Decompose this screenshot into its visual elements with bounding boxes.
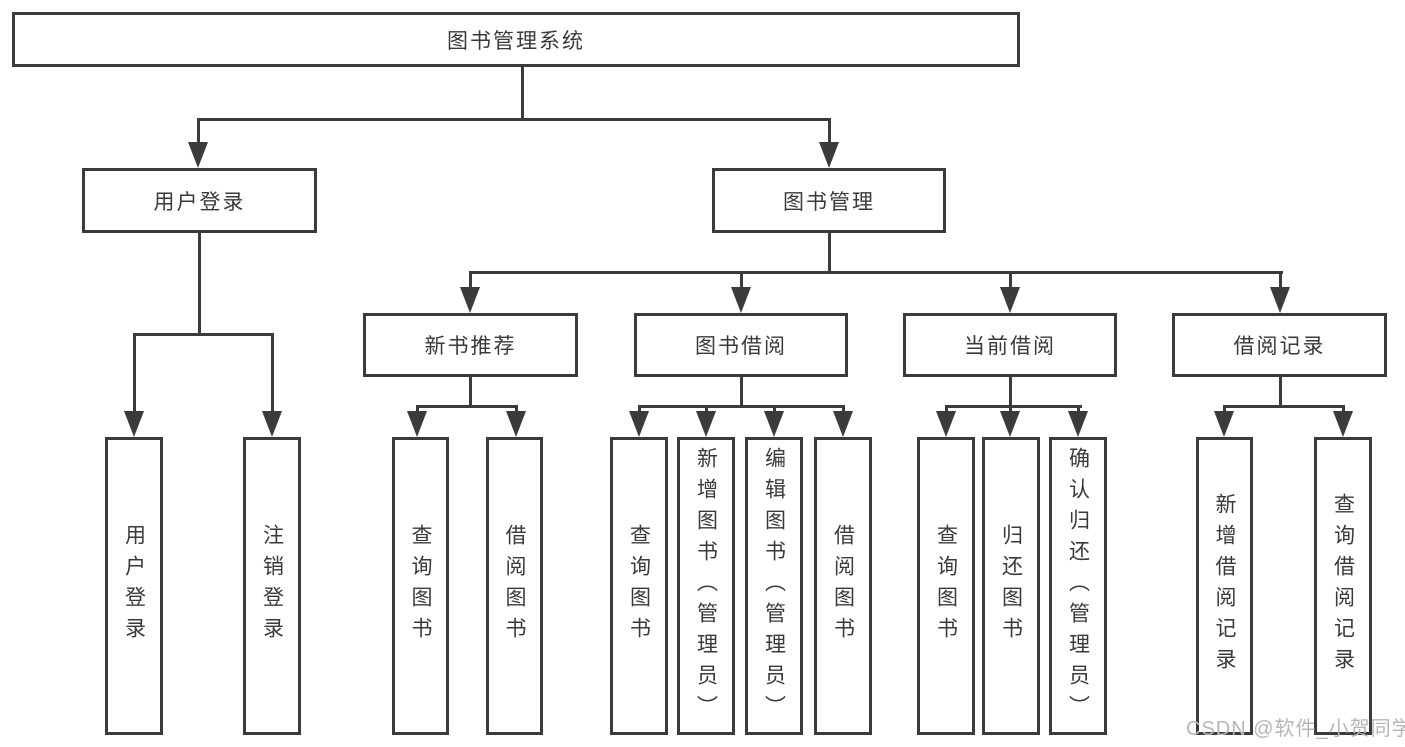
arrowhead-to-cb-return — [1000, 411, 1020, 437]
arrowhead-to-bb-borrow — [833, 411, 853, 437]
leaf-add-books-admin-label: 新增图书（管理员） — [694, 446, 718, 726]
arrowhead-to-bb-add — [696, 411, 716, 437]
connector-bb-trunk — [740, 377, 743, 407]
leaf-query-books-current-label: 查询图书 — [934, 524, 958, 648]
node-current-borrowing: 当前借阅 — [903, 313, 1117, 377]
leaf-edit-books-admin-label: 编辑图书（管理员） — [762, 446, 786, 726]
leaf-borrow-books-recommendation: 借阅图书 — [486, 437, 543, 735]
arrowhead-to-book-borrowing — [731, 287, 751, 313]
leaf-query-books-borrowing-label: 查询图书 — [627, 524, 651, 648]
connector-root-stub-right — [828, 118, 831, 148]
connector-cb-hbar — [945, 405, 1082, 408]
leaf-borrow-books-borrowing-label: 借阅图书 — [831, 524, 855, 648]
connector-root-trunk — [521, 67, 524, 120]
leaf-logout-login: 注销登录 — [243, 437, 301, 735]
leaf-borrow-books-borrowing: 借阅图书 — [814, 437, 872, 735]
node-new-book-recommendation: 新书推荐 — [363, 313, 578, 377]
connector-userlogin-stub-left — [133, 333, 136, 415]
arrowhead-to-current-borrowing — [1000, 287, 1020, 313]
arrowhead-to-nbr-query — [407, 411, 427, 437]
connector-root-hbar — [197, 118, 831, 121]
connector-br-hbar — [1223, 405, 1344, 408]
arrowhead-to-nbr-borrow — [506, 411, 526, 437]
leaf-confirm-return-admin-label: 确认归还（管理员） — [1066, 446, 1090, 726]
leaf-return-books: 归还图书 — [982, 437, 1040, 735]
leaf-edit-books-admin: 编辑图书（管理员） — [745, 437, 803, 735]
leaf-query-books-recommendation-label: 查询图书 — [409, 524, 432, 648]
node-book-management: 图书管理 — [712, 168, 946, 233]
arrowhead-to-cb-confirm — [1068, 411, 1088, 437]
leaf-query-books-recommendation: 查询图书 — [392, 437, 449, 735]
arrowhead-to-leaf-logout — [262, 411, 282, 437]
leaf-query-borrow-record-label: 查询借阅记录 — [1331, 493, 1355, 679]
connector-br-trunk — [1279, 377, 1282, 407]
connector-bookmgmt-stub-1 — [469, 271, 472, 291]
connector-bookmgmt-stub-2 — [740, 271, 743, 291]
node-library-management-system: 图书管理系统 — [12, 12, 1020, 67]
connector-bookmgmt-hbar — [469, 271, 1283, 274]
connector-cb-trunk — [1009, 377, 1012, 407]
leaf-add-books-admin: 新增图书（管理员） — [677, 437, 735, 735]
leaf-add-borrow-record-label: 新增借阅记录 — [1213, 493, 1236, 679]
connector-bookmgmt-stub-4 — [1279, 271, 1282, 291]
connector-nbr-trunk — [469, 377, 472, 407]
arrowhead-to-new-book-recommendation — [460, 287, 480, 313]
arrowhead-to-user-login — [188, 142, 208, 168]
watermark-csdn: CSDN @软件_小贺同学 — [1186, 718, 1405, 740]
connector-userlogin-hbar — [133, 333, 274, 336]
leaf-borrow-books-recommendation-label: 借阅图书 — [503, 524, 526, 648]
connector-root-stub-left — [197, 118, 200, 148]
leaf-add-borrow-record: 新增借阅记录 — [1196, 437, 1253, 735]
connector-bookmgmt-stub-3 — [1009, 271, 1012, 291]
leaf-query-borrow-record: 查询借阅记录 — [1314, 437, 1372, 735]
leaf-user-login-label: 用户登录 — [122, 524, 146, 648]
leaf-query-books-current: 查询图书 — [917, 437, 975, 735]
arrowhead-to-bb-query — [629, 411, 649, 437]
node-book-borrowing: 图书借阅 — [634, 313, 848, 377]
leaf-user-login: 用户登录 — [105, 437, 163, 735]
connector-bookmgmt-trunk — [828, 233, 831, 273]
arrowhead-to-br-add — [1214, 411, 1234, 437]
connector-userlogin-trunk — [198, 233, 201, 335]
connector-userlogin-stub-right — [271, 333, 274, 415]
arrowhead-to-leaf-user-login — [124, 411, 144, 437]
connector-nbr-hbar — [416, 405, 518, 408]
node-borrowing-records: 借阅记录 — [1172, 313, 1387, 377]
arrowhead-to-cb-query — [936, 411, 956, 437]
leaf-query-books-borrowing: 查询图书 — [610, 437, 668, 735]
leaf-logout-login-label: 注销登录 — [260, 524, 284, 648]
arrowhead-to-borrowing-records — [1270, 287, 1290, 313]
node-user-login: 用户登录 — [82, 168, 317, 233]
leaf-return-books-label: 归还图书 — [999, 524, 1023, 648]
connector-bb-hbar — [638, 405, 845, 408]
leaf-confirm-return-admin: 确认归还（管理员） — [1049, 437, 1107, 735]
arrowhead-to-br-query — [1333, 411, 1353, 437]
arrowhead-to-book-management — [819, 142, 839, 168]
arrowhead-to-bb-edit — [764, 411, 784, 437]
